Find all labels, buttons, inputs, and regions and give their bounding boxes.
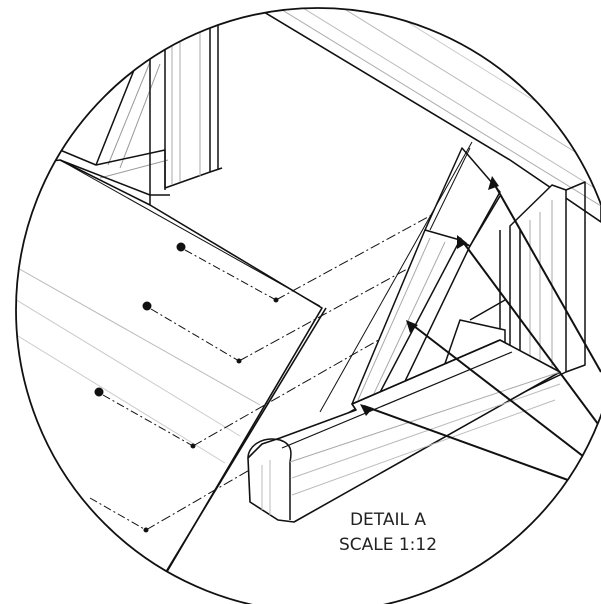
detail-circle — [15, 7, 601, 604]
leader-3 — [406, 320, 601, 471]
diagonal-brace — [351, 147, 501, 405]
detail-scale: SCALE 1:12 — [338, 535, 438, 555]
screw-2 — [142, 301, 242, 364]
bottom-sill — [247, 339, 561, 523]
detail-label: DETAIL A SCALE 1:12 — [318, 508, 458, 558]
construction-line — [319, 141, 473, 413]
leader-lines — [360, 176, 601, 493]
detail-name: DETAIL A — [349, 510, 427, 530]
screw-3 — [94, 387, 196, 449]
leader-2 — [457, 235, 601, 429]
side-panel — [16, 159, 327, 604]
screws — [89, 242, 279, 533]
leader-4 — [360, 404, 601, 493]
leader-1 — [488, 176, 601, 373]
